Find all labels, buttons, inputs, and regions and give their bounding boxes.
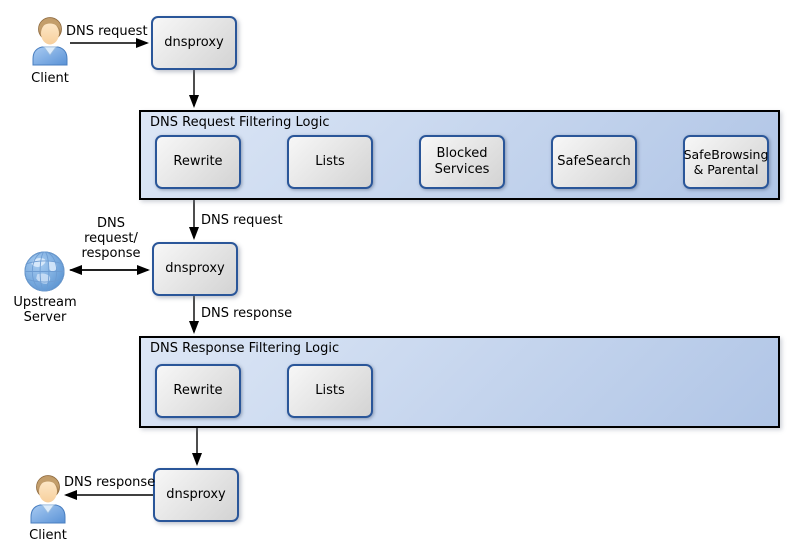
node-rewrite-request: Rewrite bbox=[155, 135, 241, 189]
edge-label-dns-request-top: DNS request bbox=[66, 24, 148, 39]
node-dnsproxy-3: dnsproxy bbox=[153, 468, 239, 522]
container-request-filtering: DNS Request Filtering Logic Rewrite List… bbox=[139, 110, 780, 200]
node-lists-response-label: Lists bbox=[315, 383, 345, 399]
client-bottom-label: Client bbox=[29, 528, 67, 543]
container-response-filtering-title: DNS Response Filtering Logic bbox=[150, 341, 340, 356]
node-rewrite-response: Rewrite bbox=[155, 364, 241, 418]
node-dnsproxy-1: dnsproxy bbox=[151, 16, 237, 70]
node-safesearch-label: SafeSearch bbox=[557, 154, 631, 170]
node-dnsproxy-2-label: dnsproxy bbox=[165, 261, 225, 277]
client-top-label: Client bbox=[31, 71, 69, 86]
node-blocked-services: Blocked Services bbox=[419, 135, 505, 189]
node-safebrowsing-parental-label: SafeBrowsing & Parental bbox=[683, 147, 769, 177]
node-safesearch: SafeSearch bbox=[551, 135, 637, 189]
edge-label-dns-response-bottom: DNS response bbox=[64, 475, 156, 490]
node-lists-response: Lists bbox=[287, 364, 373, 418]
node-rewrite-request-label: Rewrite bbox=[173, 154, 223, 170]
edge-label-dns-request-mid: DNS request bbox=[201, 213, 283, 228]
edge-label-dns-response-mid: DNS response bbox=[201, 306, 293, 321]
globe-icon bbox=[24, 251, 65, 292]
node-rewrite-response-label: Rewrite bbox=[173, 383, 223, 399]
node-dnsproxy-3-label: dnsproxy bbox=[166, 487, 226, 503]
node-lists-request-label: Lists bbox=[315, 154, 345, 170]
person-icon bbox=[30, 475, 66, 524]
container-request-filtering-title: DNS Request Filtering Logic bbox=[150, 115, 330, 130]
node-blocked-services-label: Blocked Services bbox=[434, 146, 490, 177]
person-icon bbox=[32, 17, 68, 66]
container-response-filtering: DNS Response Filtering Logic Rewrite Lis… bbox=[139, 336, 780, 428]
edge-label-dns-request-response: DNS request/ response bbox=[81, 216, 141, 261]
node-dnsproxy-1-label: dnsproxy bbox=[164, 35, 224, 51]
node-safebrowsing-parental: SafeBrowsing & Parental bbox=[683, 135, 769, 189]
node-lists-request: Lists bbox=[287, 135, 373, 189]
node-dnsproxy-2: dnsproxy bbox=[152, 242, 238, 296]
upstream-server-label: Upstream Server bbox=[13, 295, 77, 325]
